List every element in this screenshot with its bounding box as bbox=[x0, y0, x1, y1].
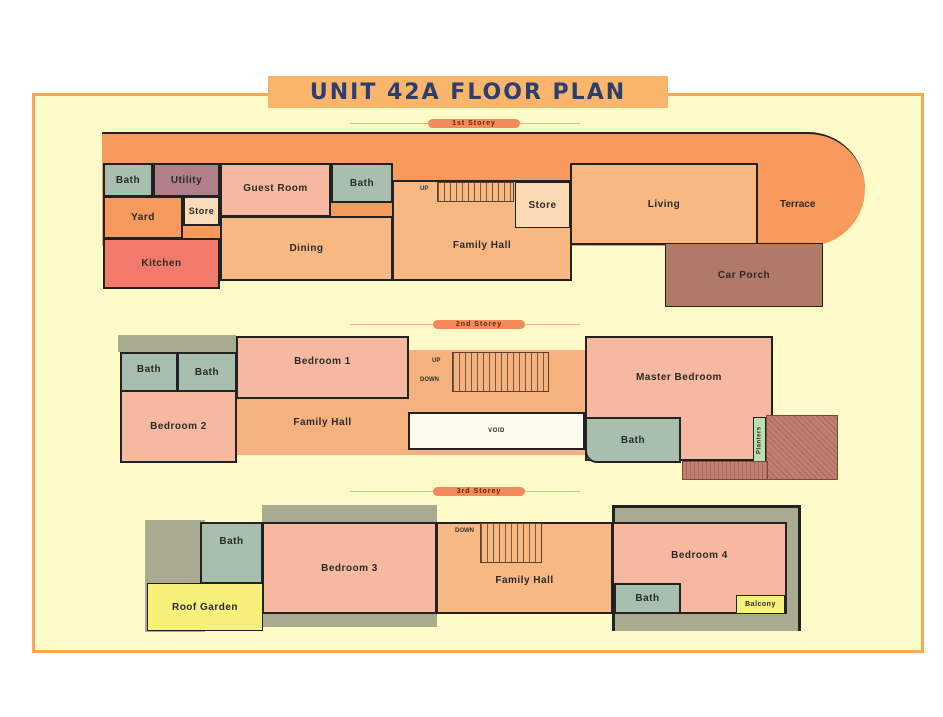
page-title: UNIT 42A FLOOR PLAN bbox=[268, 76, 668, 108]
room-store-2: Store bbox=[515, 182, 570, 228]
staircase bbox=[480, 523, 542, 563]
storey-label-1: 1st Storey bbox=[428, 119, 520, 128]
roof-band bbox=[262, 612, 437, 627]
room-store-1: Store bbox=[183, 196, 220, 226]
room-bath-1: Bath bbox=[103, 163, 153, 197]
staircase bbox=[437, 182, 514, 202]
stair-down-label: DOWN bbox=[420, 377, 439, 383]
room-bath-6: Bath bbox=[200, 522, 263, 584]
room-balcony: Balcony bbox=[736, 595, 785, 614]
room-bedroom-2: Bedroom 2 bbox=[120, 390, 237, 463]
room-planters: Planters bbox=[753, 417, 766, 463]
roof-tiles bbox=[766, 415, 838, 480]
roof-tiles bbox=[682, 461, 768, 480]
roof-band bbox=[262, 505, 437, 523]
room-roof-garden: Roof Garden bbox=[147, 583, 263, 631]
room-dining: Dining bbox=[220, 216, 393, 281]
void: VOID bbox=[408, 412, 585, 450]
stair-up-label: UP bbox=[420, 186, 429, 192]
stair-up-label: UP bbox=[432, 358, 441, 364]
room-terrace: Terrace bbox=[780, 199, 816, 210]
storey-label-2: 2nd Storey bbox=[433, 320, 525, 329]
room-bath-5: Bath bbox=[585, 417, 681, 463]
room-living: Living bbox=[570, 163, 758, 245]
room-bedroom-3: Bedroom 3 bbox=[262, 522, 437, 614]
room-yard: Yard bbox=[103, 196, 183, 239]
room-bath-4: Bath bbox=[177, 352, 237, 392]
room-car-porch: Car Porch bbox=[665, 243, 823, 307]
stair-down-label: DOWN bbox=[455, 528, 474, 534]
room-kitchen: Kitchen bbox=[103, 238, 220, 289]
staircase bbox=[452, 352, 549, 392]
room-bath-3: Bath bbox=[120, 352, 178, 392]
roof-band bbox=[118, 335, 236, 352]
room-bath-2: Bath bbox=[331, 163, 393, 203]
room-family-hall-2: Family Hall bbox=[293, 417, 352, 428]
storey-label-3: 3rd Storey bbox=[433, 487, 525, 496]
room-guest-room: Guest Room bbox=[220, 163, 331, 217]
room-bath-7: Bath bbox=[614, 583, 681, 614]
room-bedroom-1: Bedroom 1 bbox=[236, 336, 409, 399]
room-utility: Utility bbox=[153, 163, 220, 197]
